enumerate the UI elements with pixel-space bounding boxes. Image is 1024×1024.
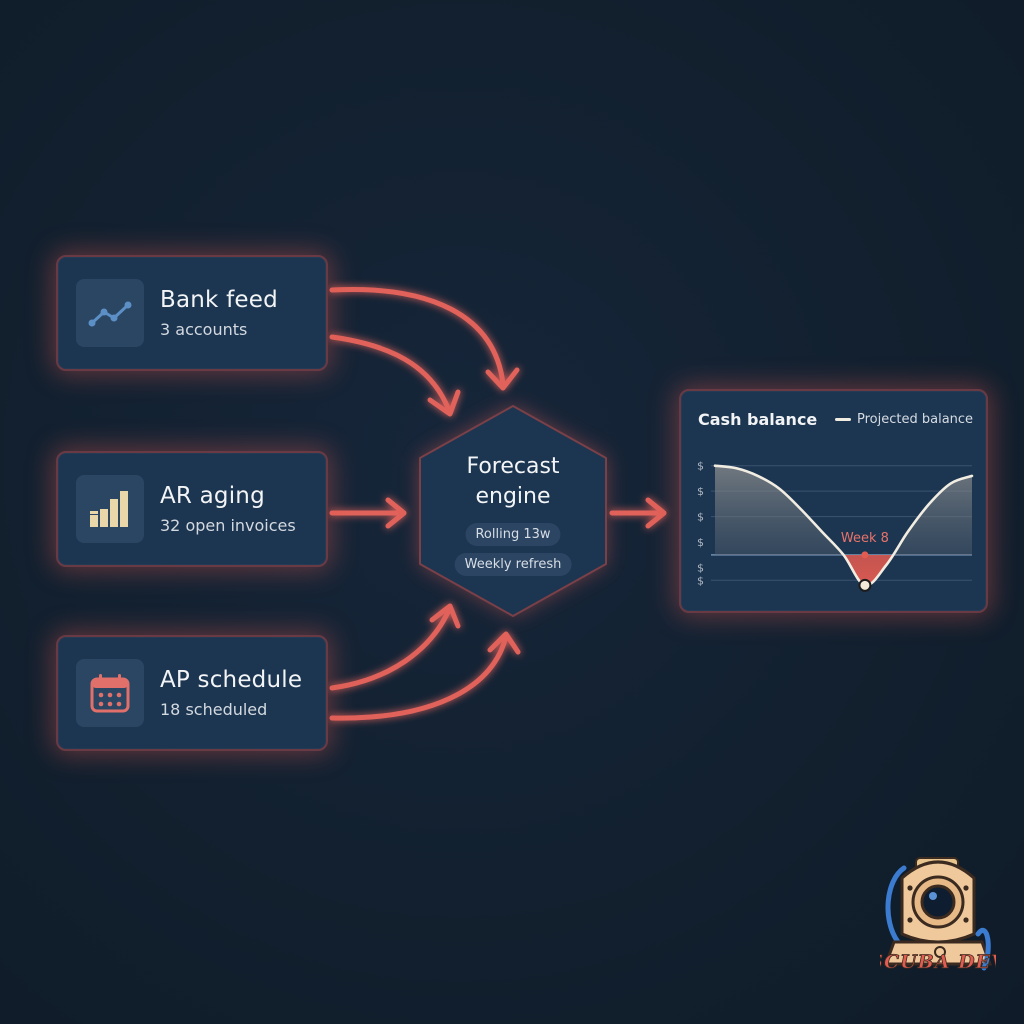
forecast-engine-node[interactable]: Forecast engine Rolling 13w Weekly refre…	[412, 402, 614, 620]
area-negative	[843, 554, 894, 586]
engine-title-line1: Forecast	[466, 454, 560, 479]
area-positive	[715, 465, 972, 555]
engine-title-line2: engine	[475, 484, 551, 509]
y-tick-label-2: $	[697, 511, 704, 524]
calendar-icon	[76, 659, 144, 727]
bank-feed-title: Bank feed	[160, 287, 278, 313]
arrow-ap-1	[329, 609, 451, 691]
bank-feed-subtitle: 3 accounts	[160, 320, 248, 339]
ar-aging-card[interactable]: AR aging 32 open invoices	[56, 451, 328, 567]
ap-schedule-title: AP schedule	[160, 667, 303, 693]
legend-swatch	[835, 418, 851, 421]
y-tick-label-1: $	[697, 485, 704, 498]
chart-legend: Projected balance	[835, 412, 973, 427]
arrow-bank-1	[329, 286, 506, 387]
arrow-engine-out-head	[645, 497, 667, 529]
bank-feed-card[interactable]: Bank feed 3 accounts	[56, 255, 328, 371]
series-line-projected-balance	[713, 464, 974, 587]
y-tick-label-5: $	[697, 574, 704, 587]
arrow-ap-2-head	[487, 631, 521, 655]
ar-aging-title: AR aging	[160, 483, 265, 509]
cash-balance-chart[interactable]: $$$$$$Week 8 Cash balance Projected bala…	[679, 389, 988, 613]
arrow-ar-head	[385, 497, 407, 529]
legend-label: Projected balance	[857, 412, 974, 427]
highlight-baseline-dot	[861, 551, 869, 559]
arrow-bank-1-head	[485, 367, 520, 391]
arrow-bank-2-head	[427, 389, 461, 417]
svg-text:SCUBA DEV: SCUBA DEV	[880, 951, 996, 973]
line-trend-icon	[76, 279, 144, 347]
chart-plot: $$$$$$Week 8	[697, 460, 974, 592]
arrow-ap-1-head	[429, 603, 461, 629]
engine-tag-rolling: Rolling 13w	[465, 523, 561, 546]
scuba-dev-logo: SCUBA DEV	[880, 857, 996, 973]
bar-chart-icon	[76, 475, 144, 543]
engine-tag-refresh: Weekly refresh	[454, 553, 572, 576]
ap-schedule-card[interactable]: AP schedule 18 scheduled	[56, 635, 328, 751]
highlight-label: Week 8	[841, 531, 889, 546]
y-tick-label-4: $	[697, 562, 704, 575]
highlight-point	[858, 578, 872, 592]
ar-aging-subtitle: 32 open invoices	[160, 516, 296, 535]
arrow-ap-2	[329, 637, 508, 721]
y-tick-label-3: $	[697, 536, 704, 549]
chart-title: Cash balance	[698, 410, 818, 429]
y-tick-label-0: $	[697, 460, 704, 473]
ap-schedule-subtitle: 18 scheduled	[160, 700, 268, 719]
arrow-bank-2	[329, 334, 451, 411]
